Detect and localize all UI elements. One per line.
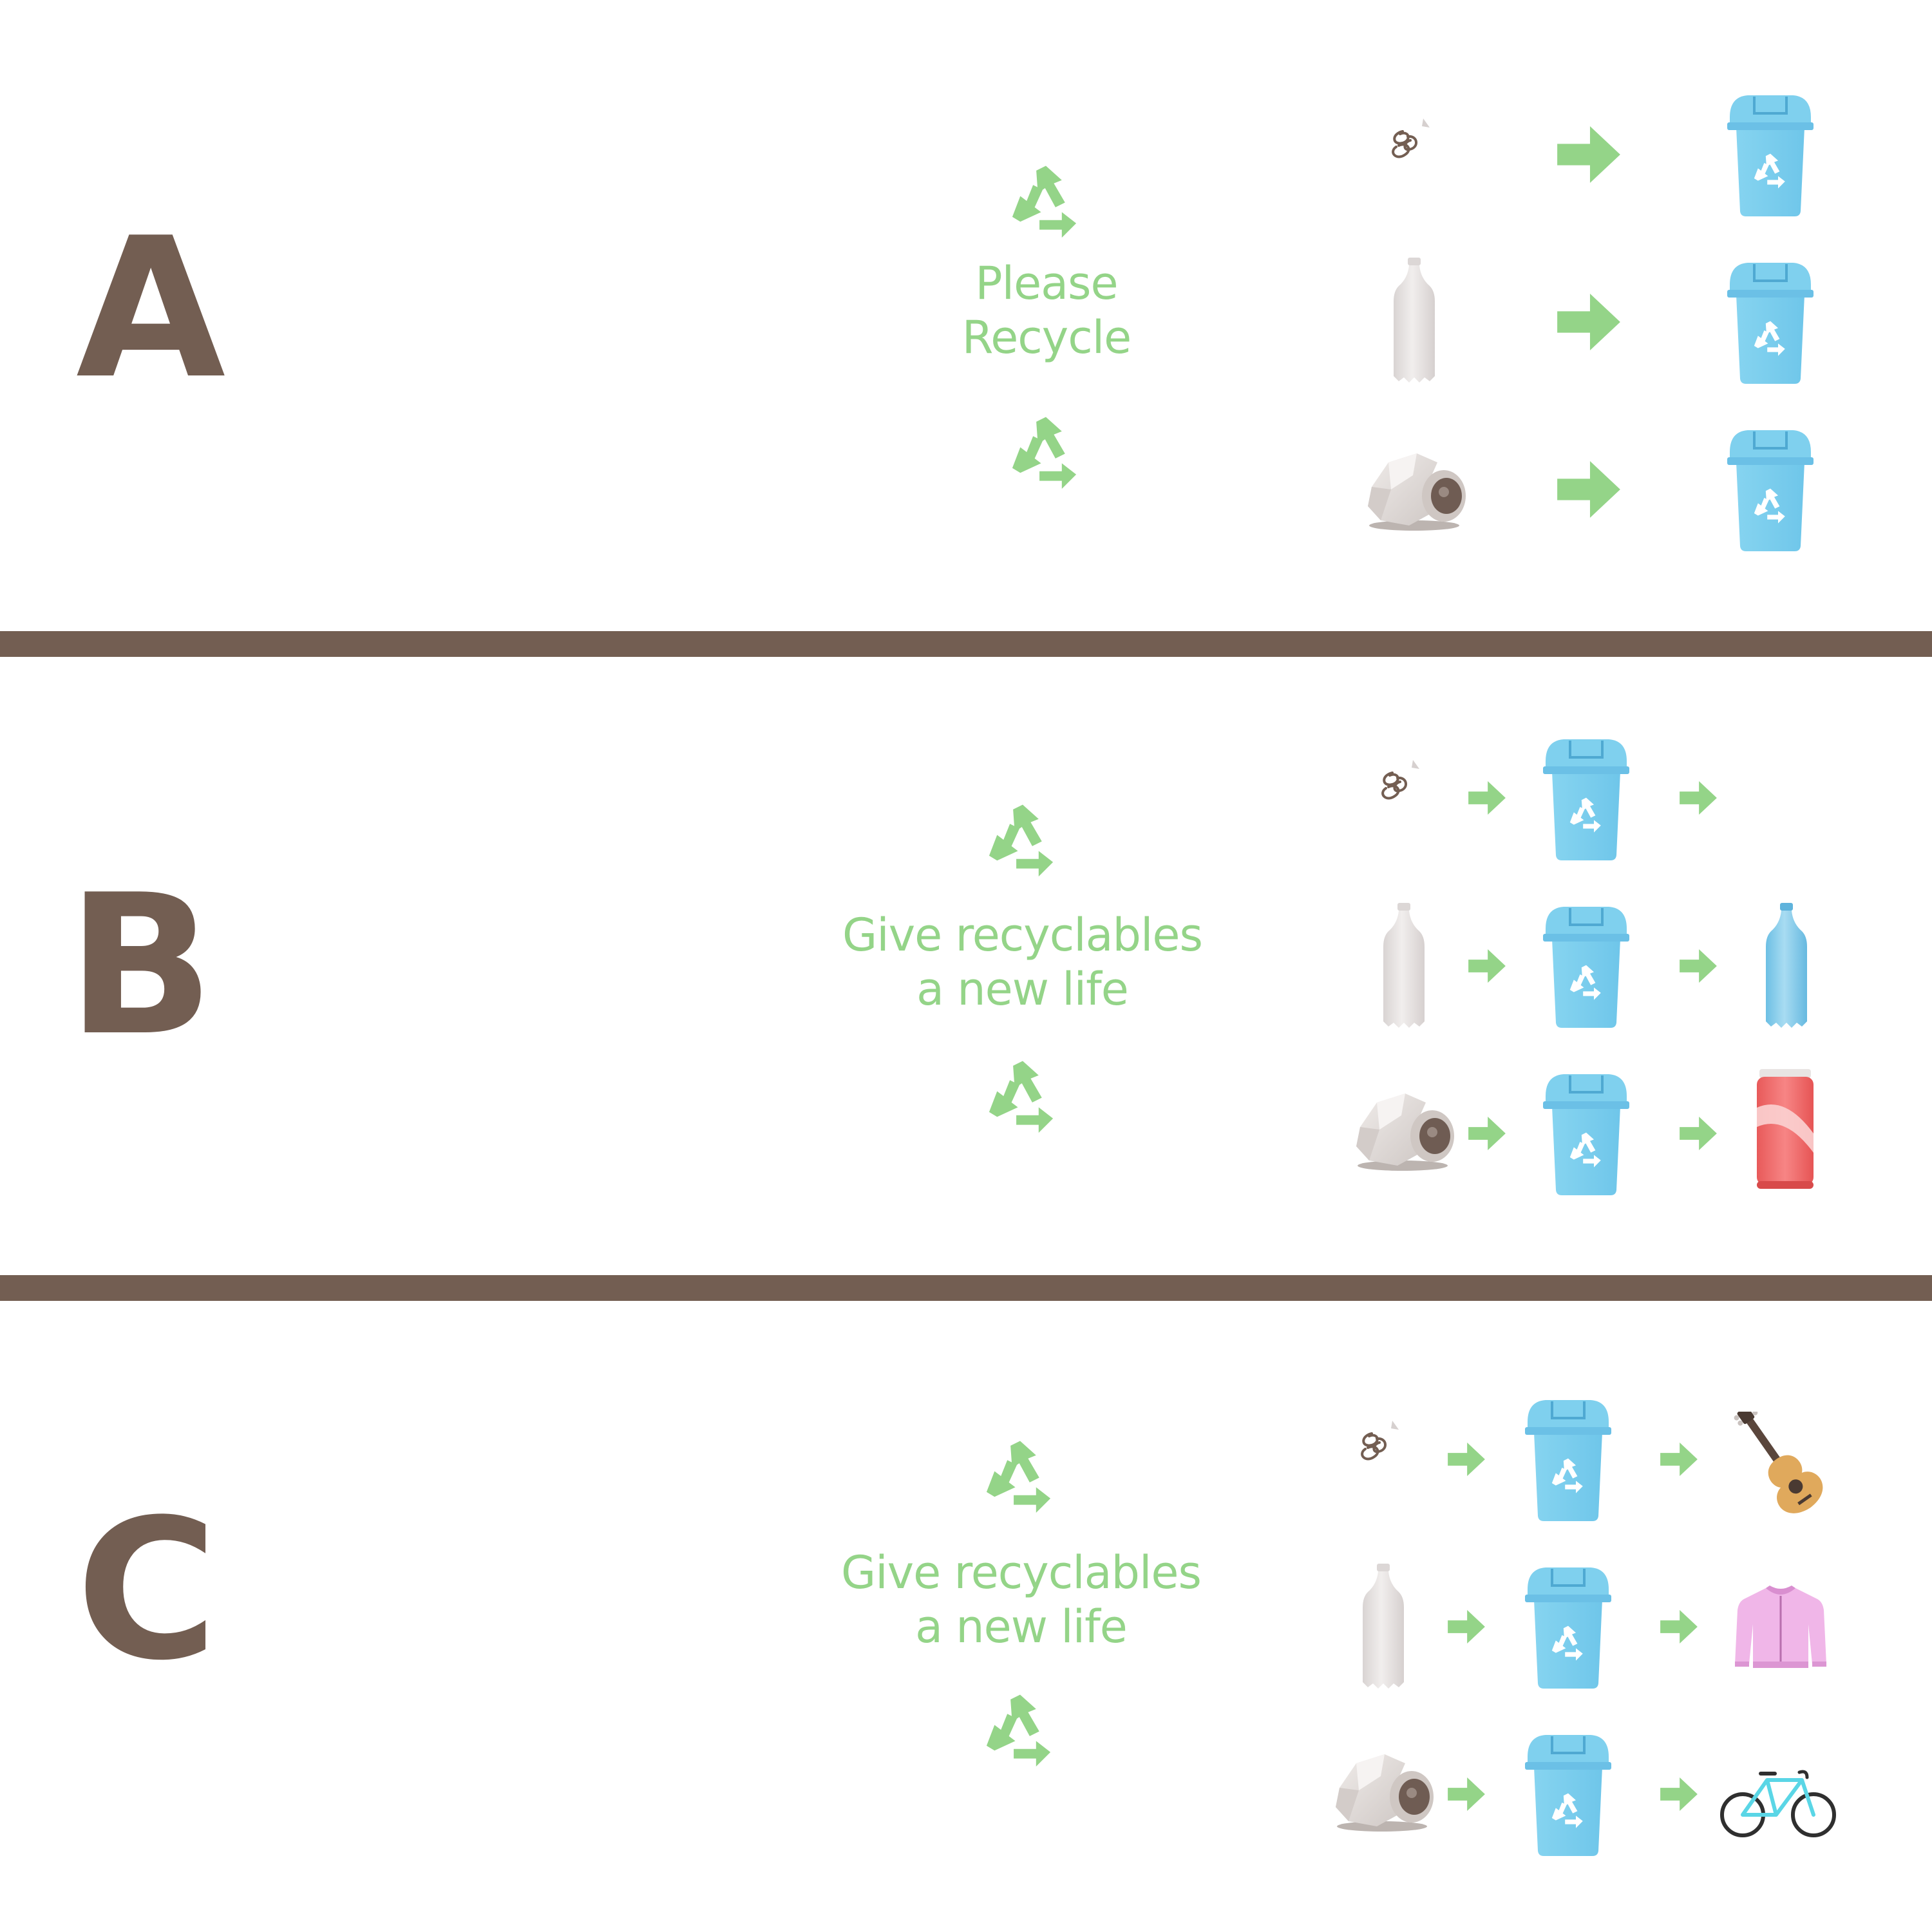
- panel-b: B Give recyclables a new life: [0, 657, 1932, 1275]
- arrow-right-icon: [1448, 1443, 1485, 1476]
- recycling-bin-icon: [1538, 902, 1634, 1030]
- panel-c: C Give recyclables a new life: [0, 1301, 1932, 1932]
- jacket-icon: [1732, 1582, 1829, 1672]
- message-line: Give recyclables: [842, 909, 1203, 961]
- crumpled-paper-icon: [1383, 117, 1435, 169]
- recycle-icon: [1006, 412, 1086, 492]
- message-line: Recycle: [961, 311, 1132, 364]
- arrow-right-icon: [1468, 949, 1506, 983]
- message-line: a new life: [915, 1600, 1128, 1653]
- panel-letter-c: C: [76, 1478, 218, 1703]
- arrow-right-icon: [1468, 1117, 1506, 1150]
- new-bottle-icon: [1761, 902, 1812, 1030]
- recycling-bin-icon: [1538, 1069, 1634, 1198]
- arrow-right-icon: [1680, 781, 1717, 815]
- crumpled-paper-icon: [1352, 1419, 1404, 1471]
- recycle-icon: [983, 1056, 1063, 1136]
- plastic-bottle-icon: [1388, 256, 1440, 385]
- divider: [0, 631, 1932, 657]
- recycle-icon: [980, 1690, 1060, 1770]
- plastic-bottle-icon: [1358, 1562, 1409, 1691]
- panel-c-message: Give recyclables a new life: [797, 1546, 1245, 1654]
- panel-b-message: Give recyclables a new life: [799, 908, 1246, 1016]
- plastic-bottle-icon: [1378, 902, 1430, 1030]
- divider: [0, 1275, 1932, 1301]
- crushed-can-icon: [1331, 1750, 1440, 1834]
- panel-letter-a: A: [76, 196, 226, 421]
- recycle-icon: [1006, 161, 1086, 241]
- panel-letter-b: B: [67, 853, 214, 1078]
- arrow-right-icon: [1448, 1610, 1485, 1643]
- soda-can-icon: [1753, 1069, 1817, 1191]
- recycling-bin-icon: [1722, 425, 1819, 554]
- arrow-right-icon: [1660, 1610, 1698, 1643]
- message-line: a new life: [916, 963, 1129, 1016]
- message-line: Please: [975, 257, 1118, 310]
- crushed-can-icon: [1363, 450, 1472, 533]
- arrow-right-icon: [1660, 1777, 1698, 1811]
- arrow-right-icon: [1468, 781, 1506, 815]
- recycling-bin-icon: [1722, 90, 1819, 219]
- panel-a-message: Please Recycle: [934, 256, 1159, 365]
- arrow-right-icon: [1557, 294, 1620, 350]
- recycle-icon: [980, 1436, 1060, 1516]
- arrow-right-icon: [1680, 1117, 1717, 1150]
- recycling-bin-icon: [1520, 1730, 1616, 1859]
- recycling-bin-icon: [1520, 1395, 1616, 1524]
- arrow-right-icon: [1557, 126, 1620, 183]
- arrow-right-icon: [1557, 461, 1620, 518]
- guitar-icon: [1726, 1412, 1842, 1521]
- crumpled-paper-icon: [1373, 759, 1425, 810]
- arrow-right-icon: [1680, 949, 1717, 983]
- panel-a: A Please Recycle: [0, 0, 1932, 631]
- recycling-bin-icon: [1722, 258, 1819, 386]
- crushed-can-icon: [1351, 1090, 1461, 1173]
- recycling-bin-icon: [1538, 734, 1634, 863]
- recycle-icon: [983, 800, 1063, 880]
- arrow-right-icon: [1660, 1443, 1698, 1476]
- bicycle-icon: [1717, 1765, 1839, 1842]
- message-line: Give recyclables: [841, 1546, 1202, 1599]
- arrow-right-icon: [1448, 1777, 1485, 1811]
- recycling-bin-icon: [1520, 1562, 1616, 1691]
